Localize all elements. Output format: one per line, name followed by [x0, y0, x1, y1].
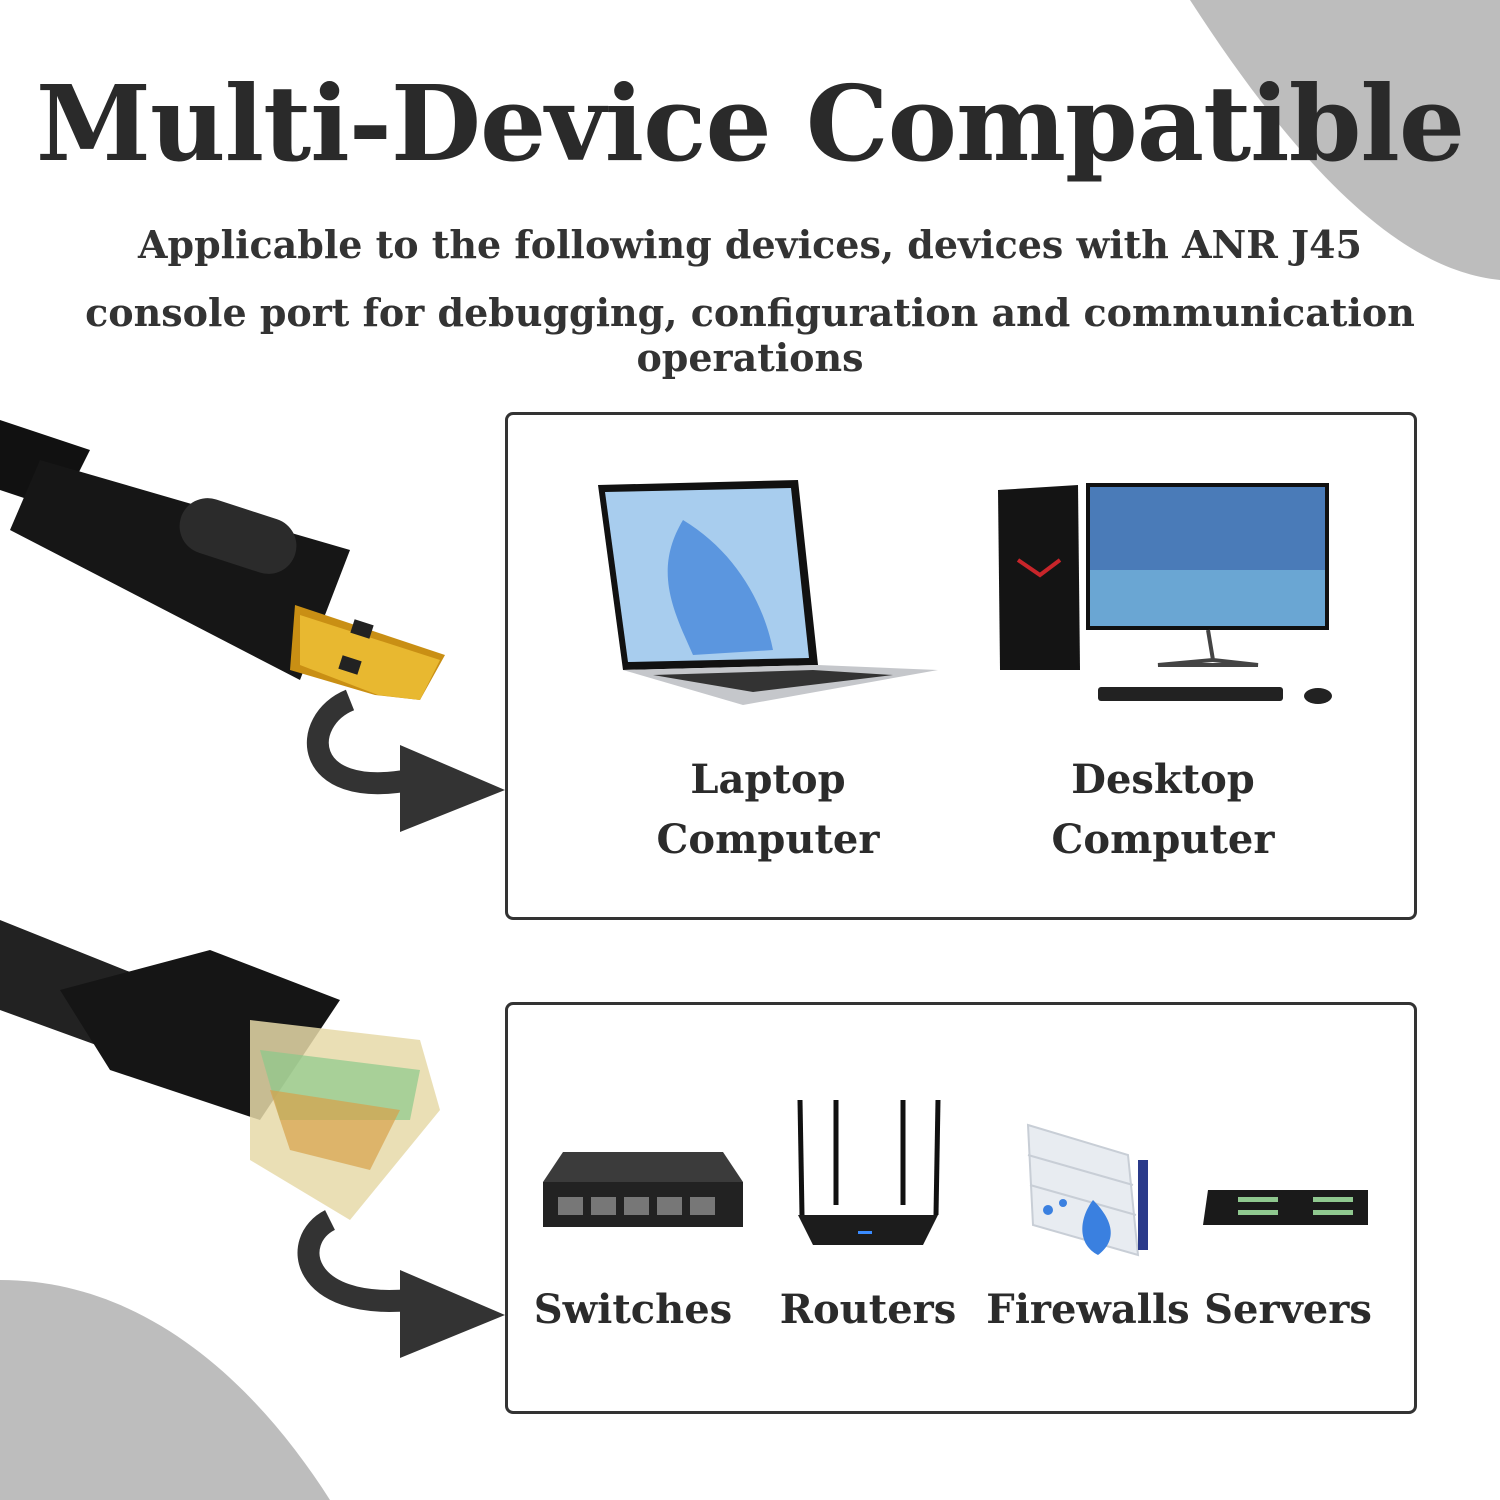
device-label-switches: Switches — [533, 1286, 733, 1333]
firewall-icon — [1026, 1123, 1148, 1257]
rj45-cable-image — [0, 920, 505, 1358]
rj45-devices-panel: Switches Routers Firewalls Servers — [505, 1002, 1417, 1414]
subtitle-line-2: console port for debugging, configuratio… — [85, 290, 1415, 380]
page-title: Multi-Device Compatible — [35, 62, 1465, 185]
label-line: Laptop — [690, 756, 846, 803]
laptop-icon — [598, 480, 938, 705]
decorative-gray-corner-bottom — [0, 1280, 330, 1500]
device-label-routers: Routers — [779, 1286, 957, 1333]
label-line: Computer — [656, 816, 880, 863]
decorative-gray-corner-top — [1190, 0, 1500, 280]
usb-cable-image — [0, 420, 505, 832]
desktop-icon — [998, 483, 1332, 704]
label-line: Desktop — [1071, 756, 1255, 803]
subtitle-line-1: Applicable to the following devices, dev… — [138, 222, 1362, 267]
server-icon — [1203, 1190, 1368, 1225]
router-icon — [797, 1099, 941, 1245]
device-label-servers: Servers — [1204, 1286, 1372, 1333]
switch-icon — [543, 1152, 743, 1227]
label-line: Computer — [1051, 816, 1275, 863]
device-label-firewalls: Firewalls — [986, 1286, 1190, 1333]
